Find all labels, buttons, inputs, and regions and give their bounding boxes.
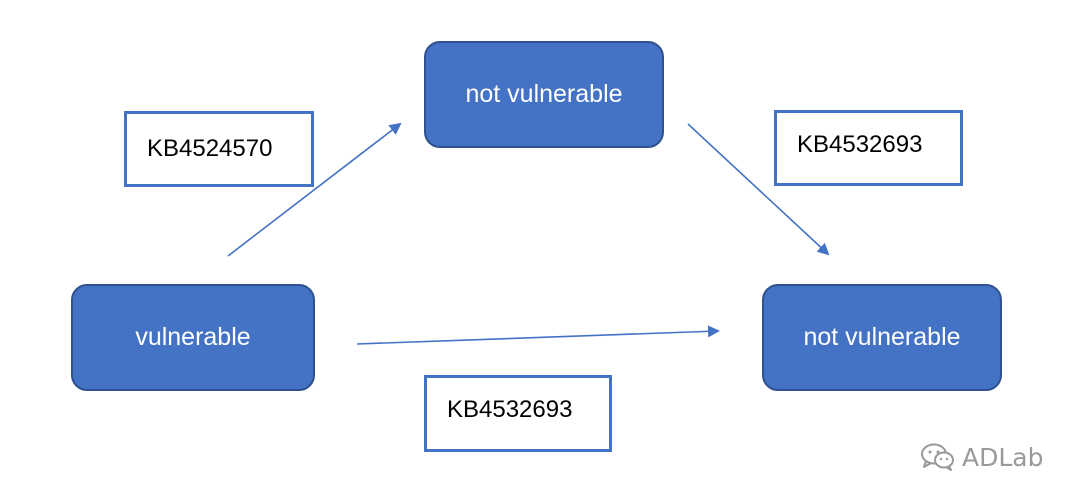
edge-label-left-to-top: KB4524570 [124,111,314,187]
node-not-vulnerable-top: not vulnerable [424,41,664,148]
arrow-top-to-right [687,123,830,256]
watermark-text: ADLab [962,442,1044,472]
watermark: ADLab [920,440,1043,474]
node-label: not vulnerable [465,80,623,108]
edge-label-top-to-right: KB4532693 [774,110,963,186]
node-label: vulnerable [135,323,251,351]
node-label: not vulnerable [803,323,961,351]
node-not-vulnerable-right: not vulnerable [762,284,1002,391]
wechat-icon [920,442,956,472]
node-vulnerable: vulnerable [71,284,315,391]
edge-label-left-to-right: KB4532693 [424,375,612,452]
arrow-left-to-top [227,122,402,257]
arrow-left-to-right [356,325,720,345]
